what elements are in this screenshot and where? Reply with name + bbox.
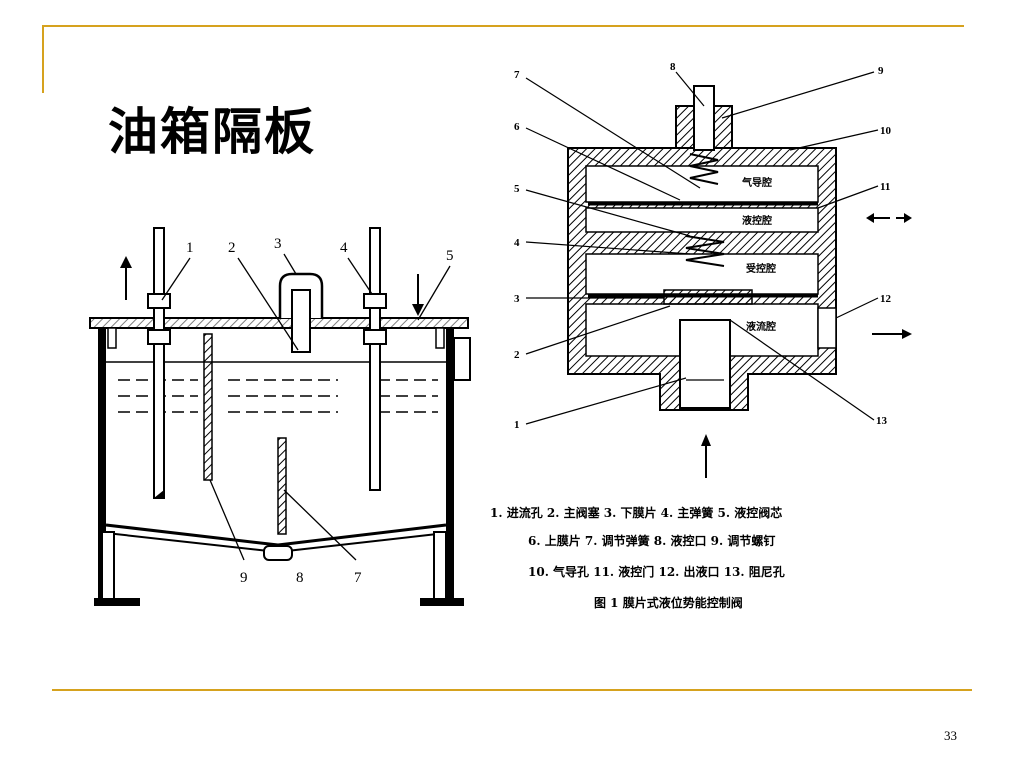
valve-label-13: 13 [876, 415, 888, 427]
tank-label-9: 9 [240, 570, 248, 586]
legend-line-2: 6. 上膜片 7. 调节弹簧 8. 液控口 9. 调节螺钉 [528, 534, 776, 548]
left-rule [42, 25, 44, 93]
valve-label-8: 8 [670, 61, 676, 73]
valve-label-1: 1 [514, 419, 520, 431]
valve-label-12: 12 [880, 293, 892, 305]
valve-label-9: 9 [878, 65, 884, 77]
tank-label-4: 4 [340, 240, 348, 256]
tank-label-2: 2 [228, 240, 236, 256]
diaphragm-valve-diagram: 气导腔 液控腔 受控腔 液流腔 8 9 7 10 6 11 5 4 3 12 2… [514, 61, 912, 478]
bottom-rule [52, 689, 972, 691]
chamber-liquid-flow: 液流腔 [746, 320, 776, 333]
valve-label-10: 10 [880, 125, 892, 137]
tank-label-5: 5 [446, 248, 454, 264]
chamber-air-guide: 气导腔 [741, 176, 772, 189]
tank-label-8: 8 [296, 570, 304, 586]
valve-label-6: 6 [514, 121, 520, 133]
oil-tank-diagram: 1 2 3 4 5 9 8 7 [89, 227, 471, 606]
valve-label-7: 7 [514, 69, 520, 81]
top-rule [42, 25, 964, 27]
tank-label-7: 7 [354, 570, 362, 586]
legend-line-3: 10. 气导孔 11. 液控门 12. 出液口 13. 阻尼孔 [528, 565, 785, 579]
tank-label-3: 3 [274, 236, 282, 252]
figure-caption: 图 1 膜片式液位势能控制阀 [594, 596, 743, 610]
valve-label-2: 2 [514, 349, 520, 361]
chamber-receiving: 受控腔 [746, 262, 776, 275]
slide-title: 油箱隔板 [108, 103, 316, 161]
chamber-liquid-control: 液控腔 [742, 214, 772, 227]
legend-line-1: 1. 进流孔 2. 主阀塞 3. 下膜片 4. 主弹簧 5. 液控阀芯 [490, 506, 783, 520]
page-number: 33 [944, 728, 957, 743]
valve-label-3: 3 [514, 293, 520, 305]
valve-label-4: 4 [514, 237, 520, 249]
valve-label-11: 11 [880, 181, 890, 193]
valve-label-5: 5 [514, 183, 520, 195]
tank-label-1: 1 [186, 240, 194, 256]
